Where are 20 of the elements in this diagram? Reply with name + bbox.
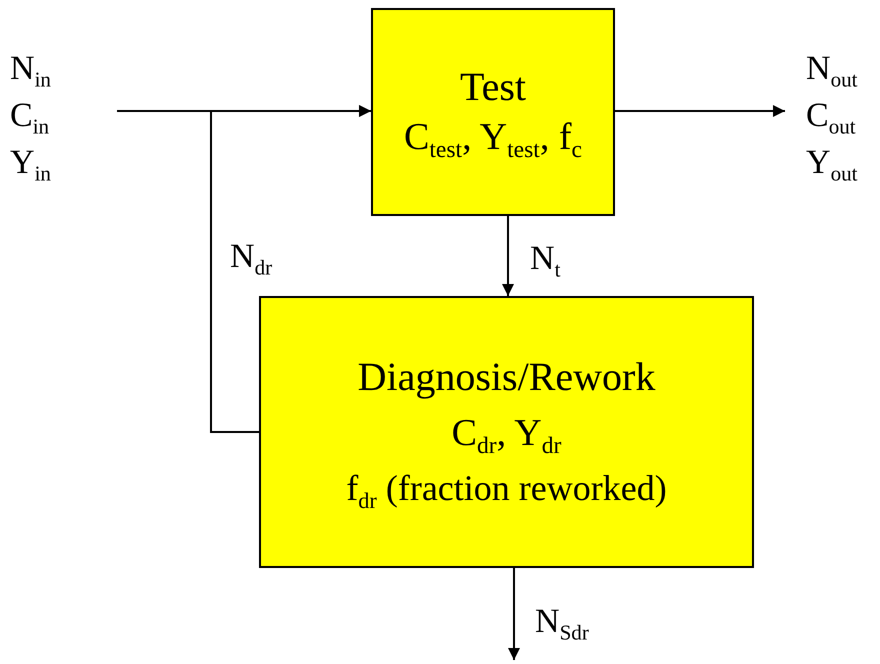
- edge-label: N$_{dr}$: [230, 240, 272, 274]
- process-title: Test: [460, 65, 526, 110]
- arrow: [615, 105, 785, 117]
- arrow: [502, 216, 514, 296]
- variable-label: N$_{out}$: [806, 48, 858, 92]
- process-parameters: f$_{dr}$ (fraction reworked): [346, 469, 667, 509]
- process-title: Diagnosis/Rework: [358, 355, 656, 400]
- variable-label: C$_{out}$: [806, 96, 856, 138]
- arrow: [210, 105, 371, 433]
- variable-label: Y$_{out}$: [806, 142, 858, 186]
- variable-label: C$_{in}$: [10, 96, 50, 138]
- process-parameters: C$_{test}$, Y$_{test}$, f$_{c}$: [404, 117, 582, 159]
- variable-label: Y$_{in}$: [10, 142, 51, 186]
- process-box: [371, 8, 615, 216]
- variable-label: N$_{in}$: [10, 48, 51, 92]
- process-parameters: C$_{dr}$, Y$_{dr}$: [452, 413, 562, 456]
- arrow: [508, 568, 520, 660]
- process-box: [259, 296, 754, 568]
- edge-label: N$_{Sdr}$: [535, 605, 589, 639]
- edge-label: N$_{t}$: [530, 242, 560, 276]
